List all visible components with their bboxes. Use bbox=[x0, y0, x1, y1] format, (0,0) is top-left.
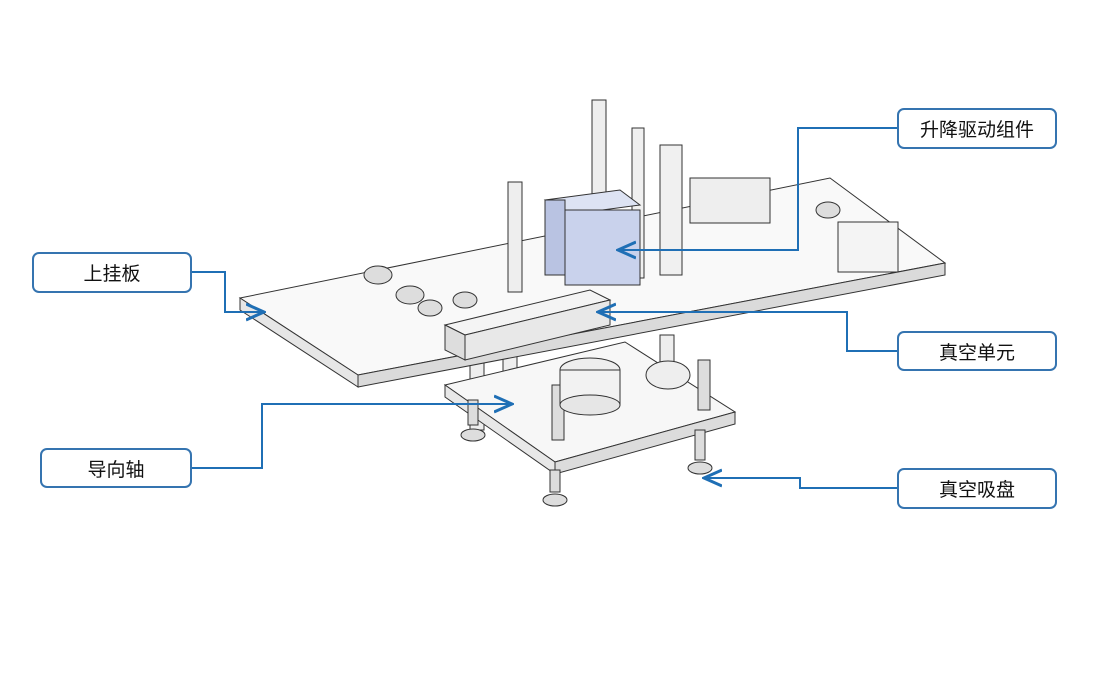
label-upper-plate: 上挂板 bbox=[32, 252, 192, 293]
solenoid-valve bbox=[689, 177, 899, 273]
label-vacuum-unit: 真空单元 bbox=[897, 331, 1057, 371]
label-lift-drive: 升降驱动组件 bbox=[897, 108, 1057, 149]
callout-lines bbox=[192, 127, 897, 489]
lift-motor bbox=[543, 189, 642, 286]
vacuum-block bbox=[559, 357, 691, 416]
label-guide-shaft: 导向轴 bbox=[40, 448, 192, 488]
label-suction-cup: 真空吸盘 bbox=[897, 468, 1057, 509]
vacuum-valve bbox=[363, 265, 612, 361]
